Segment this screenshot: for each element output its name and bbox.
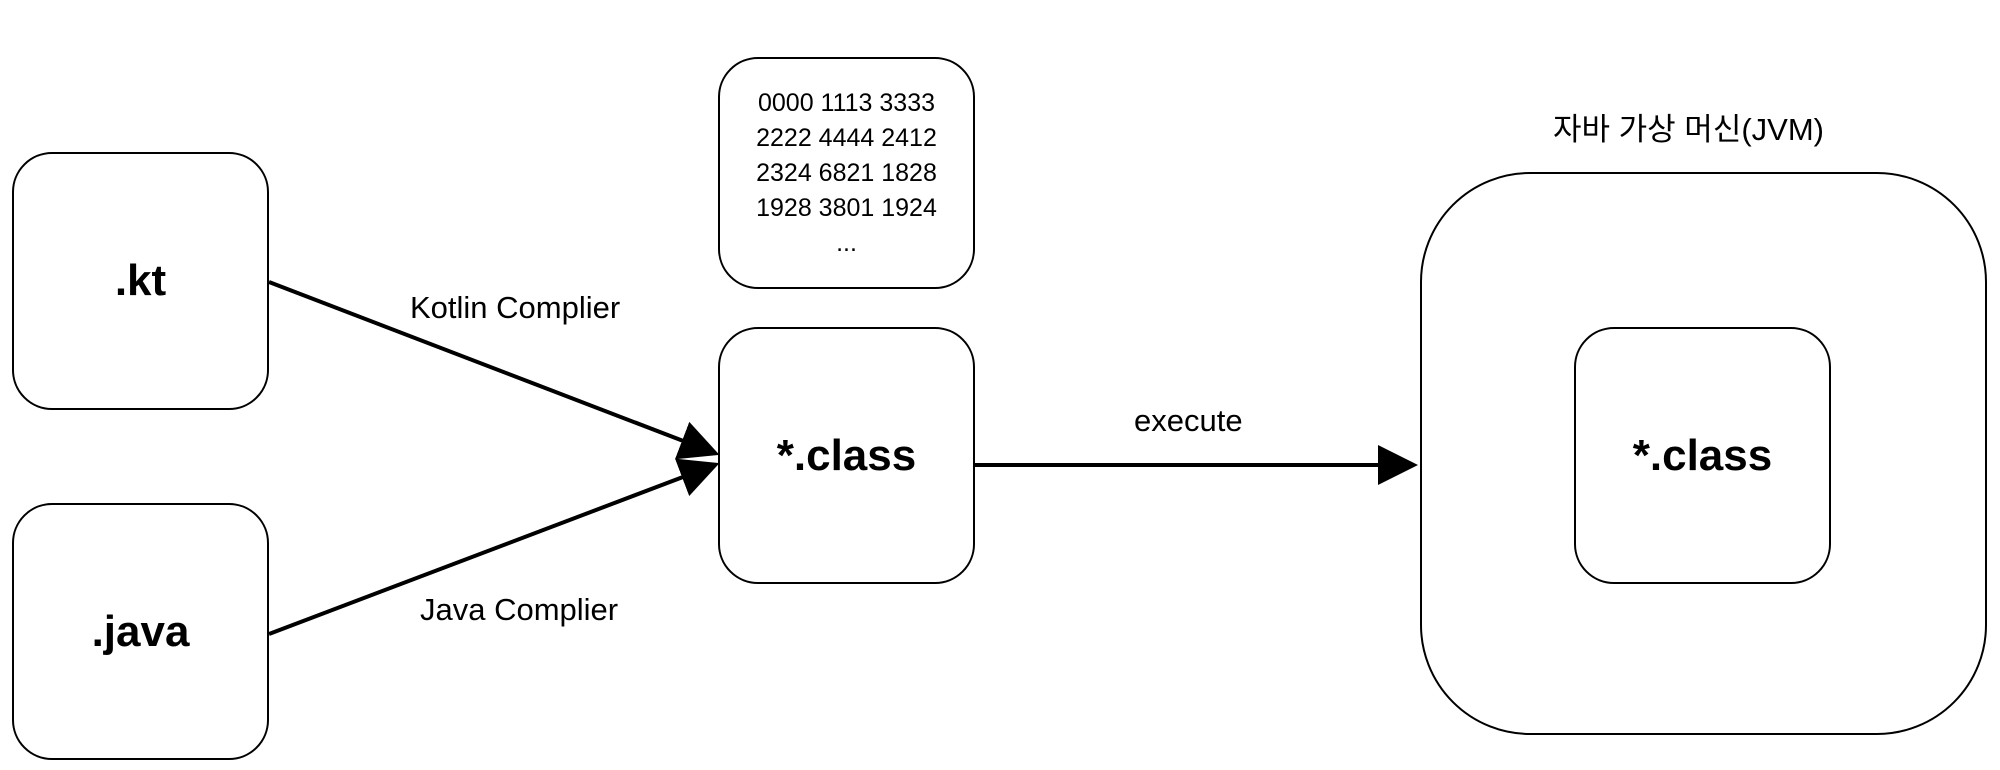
jvm-class-file-label: *.class (1632, 430, 1773, 480)
bytecode-line: 2222 4444 2412 (756, 123, 937, 152)
class-file-label: *.class (776, 430, 917, 480)
kotlin-source-node: .kt (12, 152, 269, 410)
java-source-label: .java (91, 606, 190, 656)
kotlin-compiler-label: Kotlin Complier (410, 290, 621, 325)
java-compiler-label: Java Complier (420, 592, 619, 627)
kotlin-source-label: .kt (114, 256, 167, 305)
bytecode-note: 0000 1113 3333 2222 4444 2412 2324 6821 … (718, 57, 975, 289)
bytecode-line: 1928 3801 1924 (756, 193, 937, 222)
jvm-class-file-node: *.class (1574, 327, 1831, 584)
class-file-node: *.class (718, 327, 975, 584)
bytecode-line: 0000 1113 3333 (757, 88, 936, 117)
jvm-title: 자바 가상 머신(JVM) (1553, 112, 1824, 147)
java-source-node: .java (12, 503, 269, 760)
execute-label: execute (1134, 403, 1243, 438)
bytecode-line: ... (836, 228, 857, 257)
bytecode-line: 2324 6821 1828 (756, 158, 937, 187)
